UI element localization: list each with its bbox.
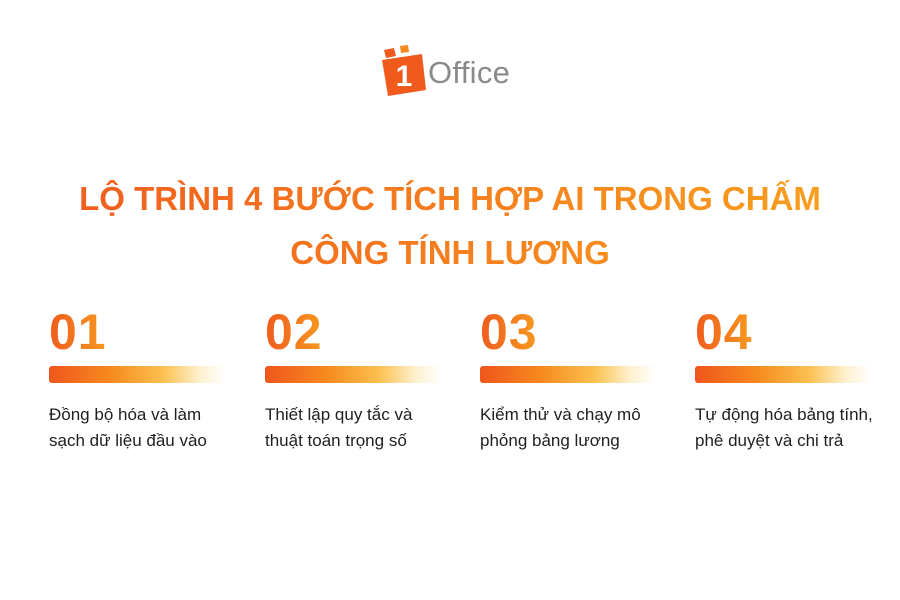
step-gradient-bar xyxy=(695,366,871,383)
step-description-line-2: phê duyệt và chi trả xyxy=(695,431,844,450)
logo-mark-icon: 1 xyxy=(382,45,426,96)
step-gradient-bar xyxy=(49,366,225,383)
logo-text: Office xyxy=(428,55,511,90)
step-description: Kiểm thử và chạy mô phỏng bảng lương xyxy=(480,402,670,454)
step-number: 01 xyxy=(49,304,107,360)
step-number: 04 xyxy=(695,304,753,360)
step-description: Đồng bộ hóa và làm sạch dữ liệu đầu vào xyxy=(49,402,239,454)
step-description-line-1: Kiểm thử và chạy mô xyxy=(480,405,641,424)
step-description: Thiết lập quy tắc và thuật toán trọng số xyxy=(265,402,455,454)
logo-digit: 1 xyxy=(396,60,413,93)
step-description-line-1: Đồng bộ hóa và làm xyxy=(49,405,202,424)
step-gradient-bar xyxy=(480,366,656,383)
step-description-line-1: Thiết lập quy tắc và xyxy=(265,405,413,424)
step-description-line-2: phỏng bảng lương xyxy=(480,431,620,450)
step-description-line-2: sạch dữ liệu đầu vào xyxy=(49,431,207,450)
step-description: Tự động hóa bảng tính, phê duyệt và chi … xyxy=(695,402,885,454)
step-description-line-2: thuật toán trọng số xyxy=(265,431,407,450)
brand-logo: 1 Office xyxy=(378,44,510,98)
steps-row: 01 Đồng bộ hóa và làm sạch dữ liệu đầu v… xyxy=(49,300,879,480)
step-number: 03 xyxy=(480,304,538,360)
step-description-line-1: Tự động hóa bảng tính, xyxy=(695,405,873,424)
page-title-line-1: LỘ TRÌNH 4 BƯỚC TÍCH HỢP AI TRONG CHẤM xyxy=(79,180,821,217)
step-gradient-bar xyxy=(265,366,441,383)
page-title: LỘ TRÌNH 4 BƯỚC TÍCH HỢP AI TRONG CHẤM C… xyxy=(0,172,900,280)
step-number: 02 xyxy=(265,304,323,360)
page-title-line-2: CÔNG TÍNH LƯƠNG xyxy=(290,234,610,271)
